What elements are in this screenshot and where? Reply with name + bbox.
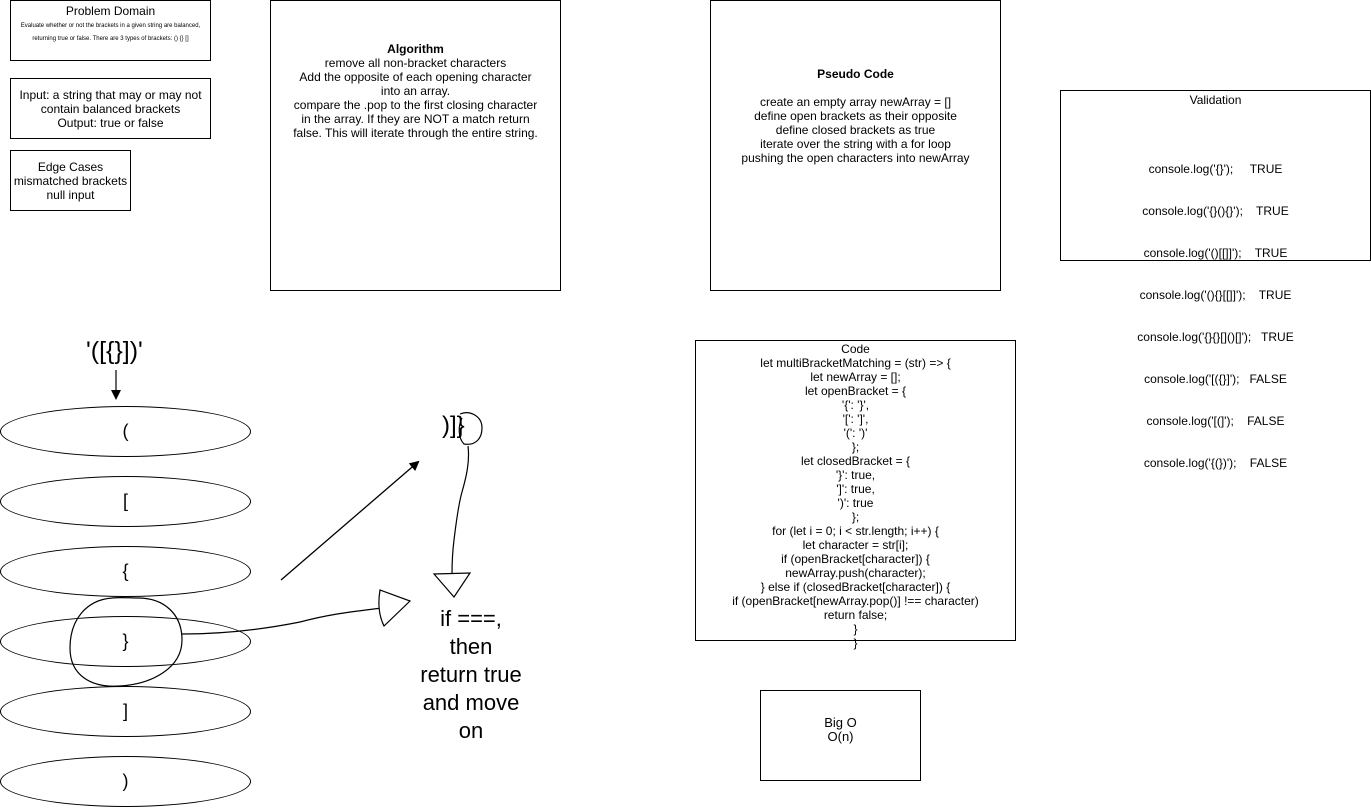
validation-line: console.log('()[[]]'); TRUE xyxy=(1143,246,1288,260)
stack-item: } xyxy=(0,616,251,667)
validation-line: console.log('{}'); TRUE xyxy=(1148,162,1283,176)
code-line: let newArray = []; xyxy=(810,370,901,384)
closing-brackets-label: )]} xyxy=(442,412,465,439)
problem-domain-text: Evaluate whether or not the brackets in … xyxy=(11,20,210,46)
code-line: }; xyxy=(851,510,860,524)
code-line: let openBracket = { xyxy=(804,384,907,398)
code-line: } xyxy=(853,622,858,636)
validation-line: console.log('[({}]'); FALSE xyxy=(1144,372,1287,386)
stack-item-label: { xyxy=(122,561,129,581)
code-line: if (openBracket[newArray.pop()] !== char… xyxy=(732,594,979,608)
code-line: for (let i = 0; i < str.length; i++) { xyxy=(772,524,939,538)
validation-line: console.log('{}{}[]()[]'); TRUE xyxy=(1137,330,1294,344)
pseudo-code-title: Pseudo Code xyxy=(817,67,894,81)
stack-item: ) xyxy=(0,756,251,807)
algorithm-box: Algorithm remove all non-bracket charact… xyxy=(270,0,561,291)
validation-line: console.log('(){}[[]]'); TRUE xyxy=(1139,288,1292,302)
code-line: if (openBracket[character]) { xyxy=(781,552,930,566)
stack-item: [ xyxy=(0,476,251,527)
validation-line: console.log('{(})'); FALSE xyxy=(1143,456,1288,470)
validation-title: Validation xyxy=(1189,93,1242,107)
io-line: Output: true or false xyxy=(57,116,164,130)
input-output-box: Input: a string that may or may not cont… xyxy=(10,78,211,139)
code-line: newArray.push(character); xyxy=(785,566,926,580)
down-arrowhead xyxy=(432,572,472,598)
io-line: contain balanced brackets xyxy=(40,102,181,116)
validation-body: console.log('{}'); TRUE console.log('{}(… xyxy=(1061,134,1370,498)
wavy-connector xyxy=(451,445,470,575)
problem-domain-box: Problem Domain Evaluate whether or not t… xyxy=(10,0,211,61)
code-line: '(': ')' xyxy=(843,426,868,440)
pseudo-code-line: create an empty array newArray = [] xyxy=(759,95,952,109)
edge-cases-box: Edge Cases mismatched brackets null inpu… xyxy=(10,150,131,211)
validation-box: Validation console.log('{}'); TRUE conso… xyxy=(1060,90,1371,470)
code-line: ']': true, xyxy=(836,482,875,496)
code-line: return false; xyxy=(823,608,888,622)
stack-item: ] xyxy=(0,686,251,737)
code-line: let closedBracket = { xyxy=(800,454,911,468)
code-line: } xyxy=(853,636,858,650)
algorithm-line: into an array. xyxy=(380,84,451,98)
stack-item: ( xyxy=(0,406,251,457)
edge-cases-title: Edge Cases xyxy=(37,160,104,174)
stack-item-label: ( xyxy=(122,421,129,441)
diagonal-arrow xyxy=(280,460,420,581)
code-line: '}': true, xyxy=(835,468,876,482)
edge-case-item: null input xyxy=(46,188,95,202)
problem-domain-title: Problem Domain xyxy=(65,4,156,18)
validation-line: console.log('{}(){}'); TRUE xyxy=(1142,204,1289,218)
edge-case-item: mismatched brackets xyxy=(13,174,128,188)
pseudo-code-line: pushing the open characters into newArra… xyxy=(741,151,970,165)
algorithm-title: Algorithm xyxy=(387,42,444,56)
code-line: '{': '}', xyxy=(841,398,870,412)
algorithm-line: false. This will iterate through the ent… xyxy=(293,126,538,140)
algorithm-line: in the array. If they are NOT a match re… xyxy=(301,112,530,126)
problem-domain-line: Evaluate whether or not the brackets in … xyxy=(20,23,201,29)
pseudo-code-line: define closed brackets as true xyxy=(775,123,936,137)
pseudo-code-body: create an empty array newArray = [] defi… xyxy=(711,95,1000,165)
input-string-label: '([{}])' xyxy=(86,337,143,365)
problem-domain-line: returning true or false. There are 3 typ… xyxy=(32,36,189,42)
algorithm-line: Add the opposite of each opening charact… xyxy=(299,70,532,84)
stack-item-label: } xyxy=(122,631,129,651)
pseudo-code-box: Pseudo Code create an empty array newArr… xyxy=(710,0,1001,291)
algorithm-line: remove all non-bracket characters xyxy=(324,56,507,70)
code-box: Code let multiBracketMatching = (str) =>… xyxy=(695,340,1016,650)
stack-item-label: ) xyxy=(122,771,129,791)
stack-item-label: ] xyxy=(122,701,128,721)
code-line: } else if (closedBracket[character]) { xyxy=(760,580,951,594)
stack-item: { xyxy=(0,546,251,597)
big-o-title: Big O xyxy=(824,715,857,730)
pseudo-code-line: iterate over the string with a for loop xyxy=(760,137,951,151)
code-line: let character = str[i]; xyxy=(802,538,909,552)
code-line: let multiBracketMatching = (str) => { xyxy=(760,356,951,370)
validation-line: console.log('[(]'); FALSE xyxy=(1146,414,1285,428)
io-line: Input: a string that may or may not xyxy=(19,88,202,102)
code-title: Code xyxy=(841,342,870,356)
code-line: ')': true xyxy=(837,496,874,510)
big-o-box: Big O O(n) xyxy=(760,690,921,781)
pseudo-code-line: define open brackets as their opposite xyxy=(754,109,957,123)
code-line: }; xyxy=(851,440,860,454)
code-line: '[': ']', xyxy=(842,412,869,426)
big-o-value: O(n) xyxy=(827,729,854,744)
stack-item-label: [ xyxy=(122,491,128,511)
comparison-note: if ===, then return true and move on xyxy=(420,606,522,743)
algorithm-line: compare the .pop to the first closing ch… xyxy=(293,98,538,112)
